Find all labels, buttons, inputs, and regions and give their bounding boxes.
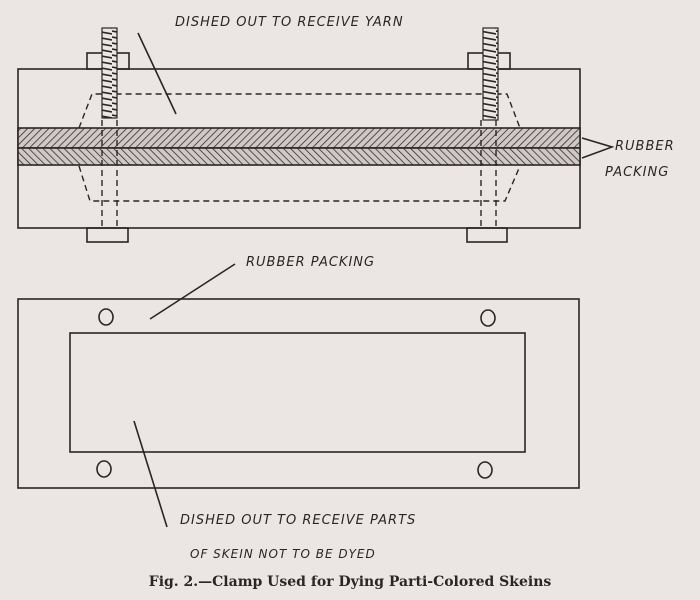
- dished-recess-bottom: [78, 165, 521, 202]
- rubber-packing-lower: [17, 147, 581, 166]
- bolt-hole: [480, 309, 496, 327]
- bolt-right-thread: [482, 27, 499, 121]
- bolt-hole: [477, 461, 493, 479]
- dished-recess-top: [78, 93, 521, 129]
- nut-bottom-left: [86, 227, 129, 243]
- figure-caption: Fig. 2.—Clamp Used for Dying Parti-Color…: [149, 574, 552, 590]
- packing-cutout: [69, 332, 526, 453]
- label-dished-parts-2: OF SKEIN NOT TO BE DYED: [190, 547, 376, 561]
- label-rubber-packing: RUBBER PACKING: [246, 255, 375, 270]
- leader-dished-parts: [133, 420, 168, 528]
- label-rubber: RUBBER: [615, 139, 675, 154]
- label-dished-yarn: DISHED OUT TO RECEIVE YARN: [175, 15, 404, 30]
- leader-rubber-packing-plan: [149, 263, 236, 320]
- bolt-hole: [96, 460, 112, 478]
- bolt-left-thread: [101, 27, 118, 119]
- packing-outline: [17, 298, 580, 489]
- rubber-packing-plan-view: RUBBER PACKING DISHED OUT TO RECEIVE PAR…: [17, 255, 580, 561]
- bolt-hole: [98, 308, 114, 326]
- leader-rubber-packing: [581, 137, 615, 159]
- clamp-side-view: DISHED OUT TO RECEIVE YARN RUBBER PACKIN…: [17, 15, 675, 243]
- bolt-hidden-lines: [101, 120, 497, 228]
- label-packing: PACKING: [605, 165, 669, 180]
- leader-dished-yarn: [137, 32, 177, 115]
- nut-bottom-right: [466, 227, 508, 243]
- label-dished-parts-1: DISHED OUT TO RECEIVE PARTS: [180, 513, 416, 528]
